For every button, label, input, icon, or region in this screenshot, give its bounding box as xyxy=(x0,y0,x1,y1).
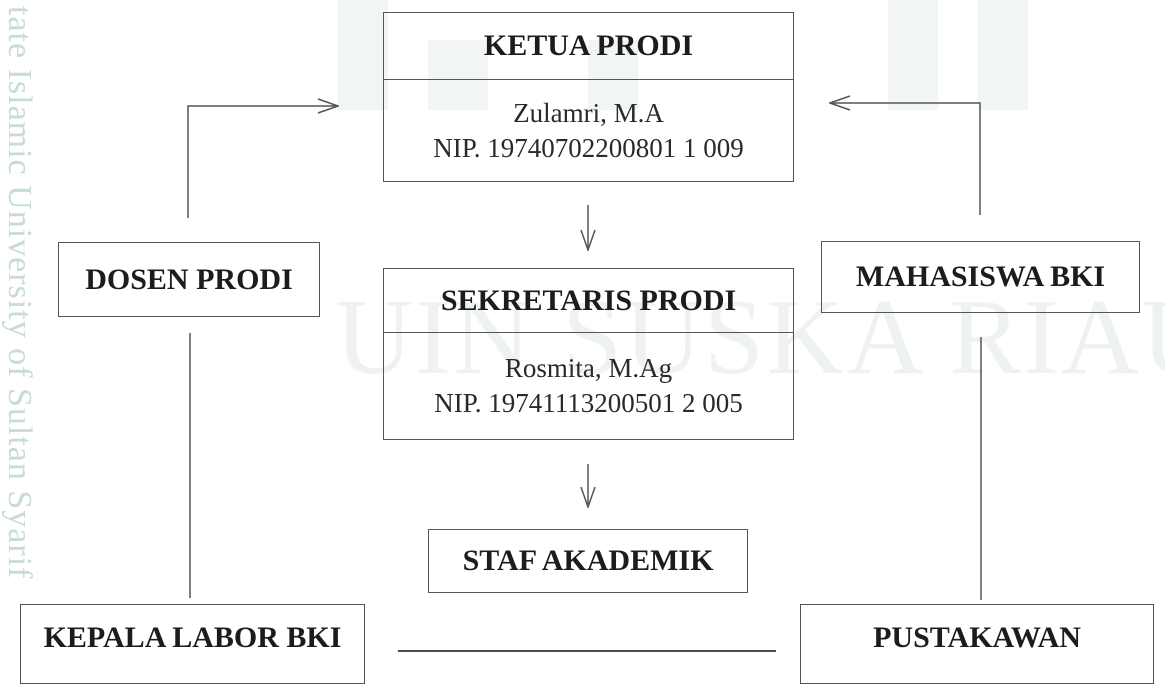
kepala-labor-box: KEPALA LABOR BKI xyxy=(20,604,365,684)
ketua-prodi-details: Zulamri, M.A NIP. 19740702200801 1 009 xyxy=(384,80,793,181)
ketua-prodi-box: KETUA PRODI Zulamri, M.A NIP. 1974070220… xyxy=(383,12,794,182)
staf-akademik-box: STAF AKADEMIK xyxy=(428,529,748,593)
sekretaris-prodi-name: Rosmita, M.Ag xyxy=(504,353,673,383)
watermark-logo xyxy=(338,0,1028,110)
dosen-to-ketua-arrow xyxy=(187,106,338,218)
sekretaris-prodi-divider xyxy=(384,332,793,333)
mahasiswa-bki-box: MAHASISWA BKI xyxy=(821,241,1140,313)
watermark-center-text: UIN SUSKA RIAU xyxy=(335,278,1165,397)
sekretaris-prodi-details: Rosmita, M.Ag NIP. 19741113200501 2 005 xyxy=(384,333,793,439)
pustakawan-box: PUSTAKAWAN xyxy=(800,604,1154,684)
mahasiswa-to-ketua-arrow xyxy=(830,103,981,215)
watermark-side-text: tate Islamic University of Sultan Syarif xyxy=(1,6,38,580)
mahasiswa-bki-title: MAHASISWA BKI xyxy=(855,260,1106,293)
staf-akademik-title: STAF AKADEMIK xyxy=(462,544,714,577)
sekretaris-prodi-title: SEKRETARIS PRODI xyxy=(440,283,737,317)
ketua-prodi-name: Zulamri, M.A xyxy=(513,97,664,128)
kepala-labor-title: KEPALA LABOR BKI xyxy=(43,621,342,654)
ketua-prodi-title: KETUA PRODI xyxy=(483,29,694,62)
dosen-prodi-box: DOSEN PRODI xyxy=(58,242,320,317)
ketua-prodi-nip: NIP. 19740702200801 1 009 xyxy=(433,132,744,163)
ketua-prodi-divider xyxy=(384,79,793,80)
sekretaris-prodi-nip: NIP. 19741113200501 2 005 xyxy=(434,388,743,418)
pustakawan-title: PUSTAKAWAN xyxy=(873,621,1081,654)
sekretaris-prodi-box: SEKRETARIS PRODI Rosmita, M.Ag NIP. 1974… xyxy=(383,268,794,440)
dosen-prodi-title: DOSEN PRODI xyxy=(85,262,293,296)
